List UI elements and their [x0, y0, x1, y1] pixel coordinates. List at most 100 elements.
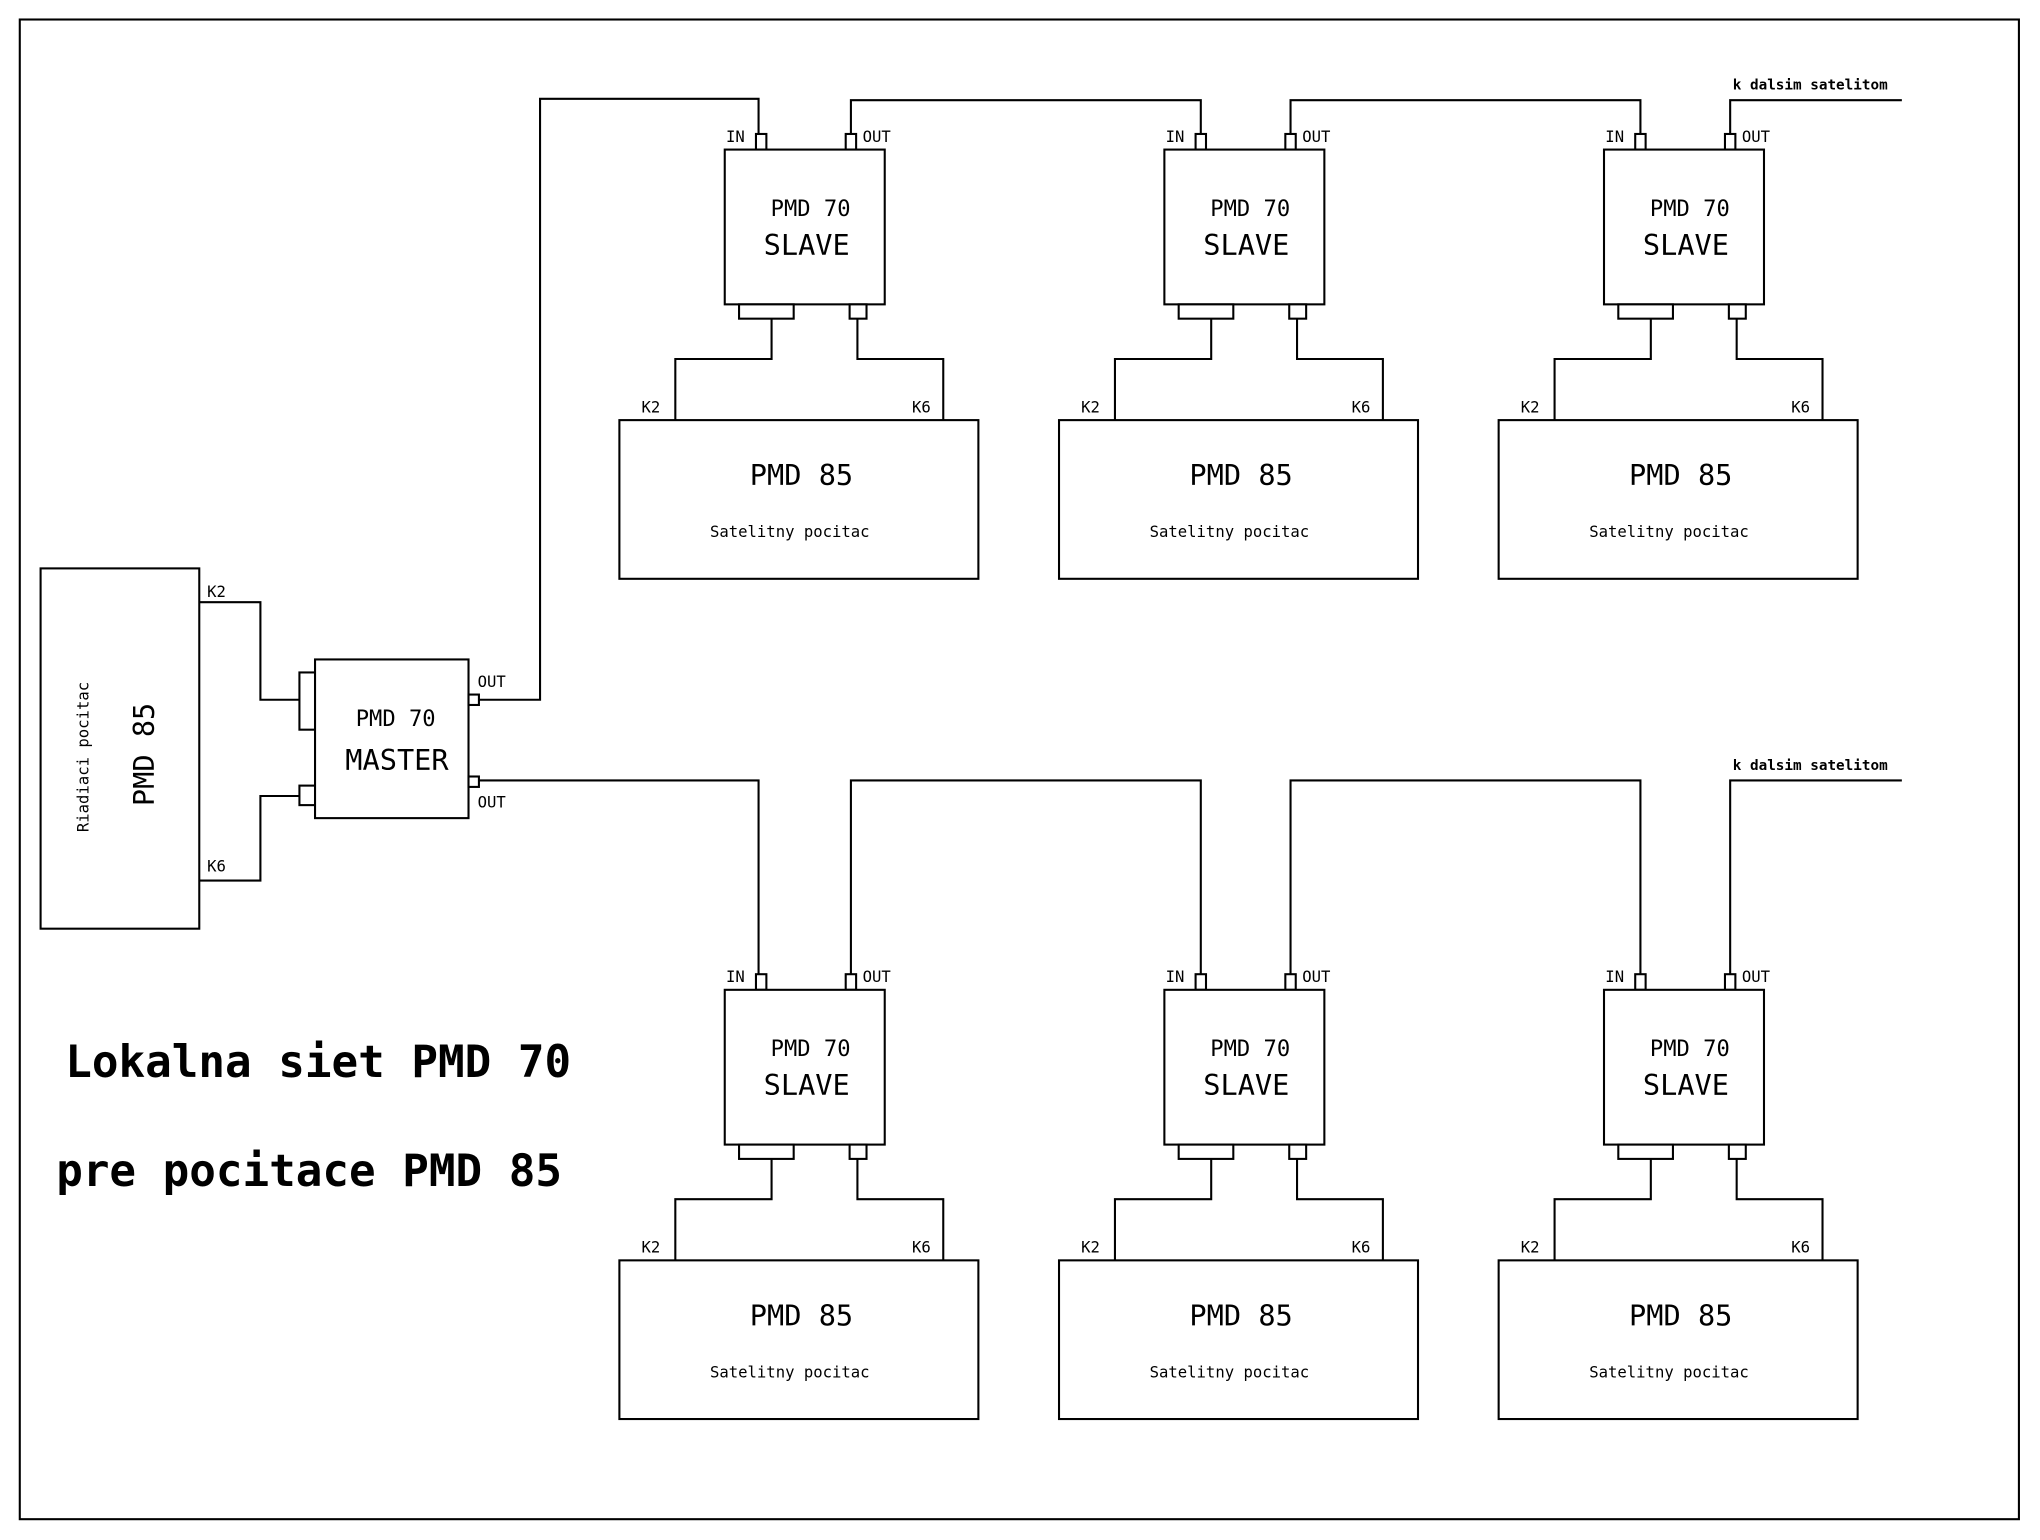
slave-k6-connector [848, 1143, 868, 1160]
controller-k2-label: K2 [207, 583, 226, 601]
continuation-label: k dalsim satelitom [1733, 758, 1888, 774]
satellite-k2-label: K2 [642, 398, 661, 416]
controller-name-label: PMD 85 [127, 703, 161, 806]
satellite-role-label: Satelitny pocitac [1589, 523, 1749, 541]
diagram-title-line2: pre pocitace PMD 85 [56, 1146, 562, 1197]
slave-k6-connector [1727, 1143, 1747, 1160]
wire-slave-to-k6 [856, 318, 945, 421]
slave-k2-connector [738, 303, 795, 320]
wire-chain-link [1289, 99, 1642, 134]
wire-slave-to-k2 [674, 1158, 773, 1261]
slave-unit [723, 148, 886, 306]
satellite-k2-label: K2 [1521, 1239, 1540, 1257]
slave-unit [1163, 988, 1326, 1146]
controller-computer: Riadiaci pocitac PMD 85 K2 K6 [39, 567, 226, 930]
satellite-name-label: PMD 85 [1629, 1298, 1732, 1332]
satellite-k6-label: K6 [1791, 398, 1810, 416]
slave-in-connector [1634, 973, 1647, 991]
wire-slave-to-k6 [1296, 318, 1384, 421]
slave-k2-connector [1617, 303, 1674, 320]
wire-slave-to-k2 [1113, 1158, 1213, 1261]
wire-slave-to-k2 [1553, 318, 1652, 421]
satellite-role-label: Satelitny pocitac [1589, 1363, 1749, 1381]
master-role-label: MASTER [345, 743, 449, 777]
slave-k2-connector [1177, 303, 1235, 320]
master-model-label: PMD 70 [356, 706, 436, 732]
satellite-computer [1057, 419, 1420, 580]
satellite-computer [618, 1259, 980, 1421]
slave-out-connector [1284, 132, 1297, 151]
slave-in-label: IN [726, 968, 745, 986]
slave-unit [1602, 988, 1766, 1146]
satellite-computer [618, 419, 980, 580]
slave-k6-connector [1727, 303, 1747, 320]
wire-k2-to-master [199, 601, 300, 701]
satellite-computer [1057, 1259, 1420, 1421]
wire-k6-to-master [199, 794, 300, 882]
satellite-k2-label: K2 [642, 1239, 661, 1257]
slave-in-connector [754, 132, 768, 151]
satellite-k2-label: K2 [1081, 398, 1100, 416]
slave-out-label: OUT [863, 968, 892, 986]
slave-in-connector [754, 973, 768, 991]
wire-master-to-bottom-chain [478, 779, 760, 975]
wire-chain-link [1289, 779, 1642, 975]
slave-model-label: PMD 70 [1210, 196, 1290, 222]
slave-in-connector [1634, 132, 1647, 151]
satellite-role-label: Satelitny pocitac [1150, 523, 1310, 541]
slave-out-label: OUT [1742, 968, 1771, 986]
master-out-bottom-label: OUT [478, 794, 507, 812]
wire-slave-to-k6 [1735, 318, 1824, 421]
slave-out-connector [844, 132, 858, 151]
satellite-k6-label: K6 [912, 1239, 931, 1257]
slave-unit [723, 988, 886, 1146]
slave-out-connector [844, 973, 858, 991]
wire-master-to-top-chain [478, 97, 760, 701]
satellite-k6-label: K6 [1352, 398, 1371, 416]
slave-in-label: IN [726, 128, 745, 146]
wire-slave-to-k2 [1113, 318, 1213, 421]
satellite-name-label: PMD 85 [1629, 458, 1732, 492]
slave-k6-connector [1288, 303, 1308, 320]
slave-out-label: OUT [1302, 968, 1331, 986]
slave-model-label: PMD 70 [1210, 1036, 1290, 1062]
master-out-top-label: OUT [478, 673, 507, 691]
slave-k6-connector [1288, 1143, 1308, 1160]
wire-chain-link [849, 99, 1202, 134]
slave-k2-connector [1617, 1143, 1674, 1160]
wire-slave-to-k2 [674, 318, 773, 421]
slave-unit [1163, 148, 1326, 306]
wire-to-further-satellites [1729, 99, 1902, 134]
slave-k2-connector [738, 1143, 795, 1160]
slave-role-label: SLAVE [764, 228, 850, 262]
slave-k2-connector [1177, 1143, 1235, 1160]
slave-unit [1602, 148, 1766, 306]
satellite-name-label: PMD 85 [1189, 458, 1292, 492]
slave-in-label: IN [1166, 128, 1185, 146]
slave-k6-connector [848, 303, 868, 320]
slave-role-label: SLAVE [1203, 228, 1289, 262]
satellite-name-label: PMD 85 [750, 458, 853, 492]
satellite-k6-label: K6 [1352, 1239, 1371, 1257]
satellite-k6-label: K6 [1791, 1239, 1810, 1257]
slave-model-label: PMD 70 [771, 1036, 851, 1062]
satellite-computer [1497, 1259, 1859, 1421]
slave-in-connector [1194, 973, 1208, 991]
slave-out-connector [1723, 973, 1737, 991]
continuation-label: k dalsim satelitom [1733, 78, 1888, 94]
slave-model-label: PMD 70 [1650, 196, 1730, 222]
master-unit: PMD 70 MASTER OUT OUT [298, 658, 507, 820]
satellite-role-label: Satelitny pocitac [710, 1363, 870, 1381]
slave-in-label: IN [1166, 968, 1185, 986]
satellite-k2-label: K2 [1081, 1239, 1100, 1257]
slave-out-label: OUT [1302, 128, 1331, 146]
slave-role-label: SLAVE [764, 1068, 850, 1102]
slave-role-label: SLAVE [1643, 1068, 1729, 1102]
satellite-computer [1497, 419, 1859, 580]
